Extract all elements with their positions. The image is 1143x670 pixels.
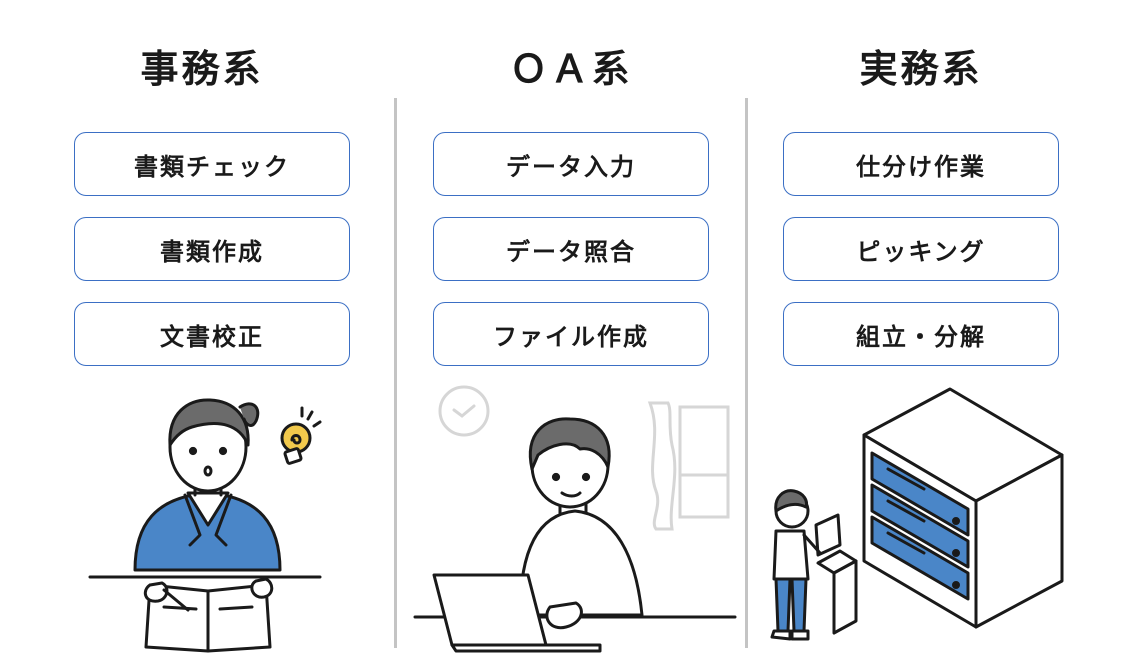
column-practical: 実務系 仕分け作業 ピッキング 組立・分解 — [756, 0, 1086, 670]
task-item: 文書校正 — [74, 302, 350, 366]
column-title-practical: 実務系 — [859, 47, 983, 91]
lightbulb-icon — [272, 404, 328, 470]
task-item: データ照合 — [433, 217, 709, 281]
task-item: 組立・分解 — [783, 302, 1059, 366]
column-divider — [394, 98, 397, 648]
pc-worker-illustration — [410, 395, 740, 665]
clock-icon — [435, 382, 493, 440]
column-divider — [745, 98, 748, 648]
warehouse-worker-illustration — [762, 385, 1072, 655]
column-title-oa: ＯＡ系 — [509, 47, 633, 91]
column-office: 事務系 書類チェック 書類作成 文書校正 — [47, 0, 377, 670]
task-item: 仕分け作業 — [783, 132, 1059, 196]
task-item: 書類チェック — [74, 132, 350, 196]
column-oa: ＯＡ系 データ入力 データ照合 ファイル作成 — [406, 0, 736, 670]
office-worker-illustration — [80, 385, 340, 655]
column-title-office: 事務系 — [140, 47, 264, 91]
task-item: データ入力 — [433, 132, 709, 196]
task-item: ファイル作成 — [433, 302, 709, 366]
task-item: ピッキング — [783, 217, 1059, 281]
task-item: 書類作成 — [74, 217, 350, 281]
